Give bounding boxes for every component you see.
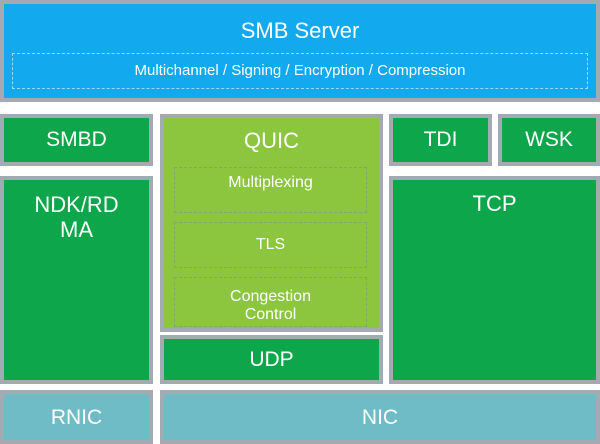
smb-server-block: SMB Server Multichannel / Signing / Encr…	[0, 0, 600, 102]
rnic-block: RNIC	[0, 390, 153, 444]
quic-congestion-box: Congestion Control	[174, 277, 367, 327]
nic-label: NIC	[361, 406, 399, 429]
quic-multiplexing-label: Multiplexing	[228, 174, 313, 191]
wsk-label: WSK	[525, 128, 573, 151]
smbd-block: SMBD	[0, 114, 153, 166]
rnic-label: RNIC	[50, 406, 103, 429]
tdi-label: TDI	[423, 128, 458, 151]
tcp-block: TCP	[389, 176, 600, 384]
udp-label: UDP	[249, 348, 294, 371]
nic-block: NIC	[160, 390, 600, 444]
quic-multiplexing-box: Multiplexing	[174, 167, 367, 213]
smbd-label: SMBD	[46, 128, 107, 151]
wsk-block: WSK	[498, 114, 600, 166]
smb-server-features-text: Multichannel / Signing / Encryption / Co…	[134, 62, 466, 80]
smb-server-title: SMB Server	[240, 18, 360, 43]
ndk-rdma-label: NDK/RD MA	[34, 192, 119, 243]
quic-label: QUIC	[244, 128, 299, 153]
quic-congestion-label: Congestion Control	[230, 288, 311, 324]
tcp-label: TCP	[472, 191, 517, 216]
quic-tls-label: TLS	[255, 235, 286, 253]
udp-block: UDP	[160, 335, 383, 384]
quic-tls-box: TLS	[174, 222, 367, 268]
tdi-block: TDI	[389, 114, 492, 166]
smb-server-features: Multichannel / Signing / Encryption / Co…	[12, 53, 588, 89]
quic-block: QUIC Multiplexing TLS Congestion Control	[160, 114, 383, 332]
ndk-rdma-block: NDK/RD MA	[0, 176, 153, 384]
